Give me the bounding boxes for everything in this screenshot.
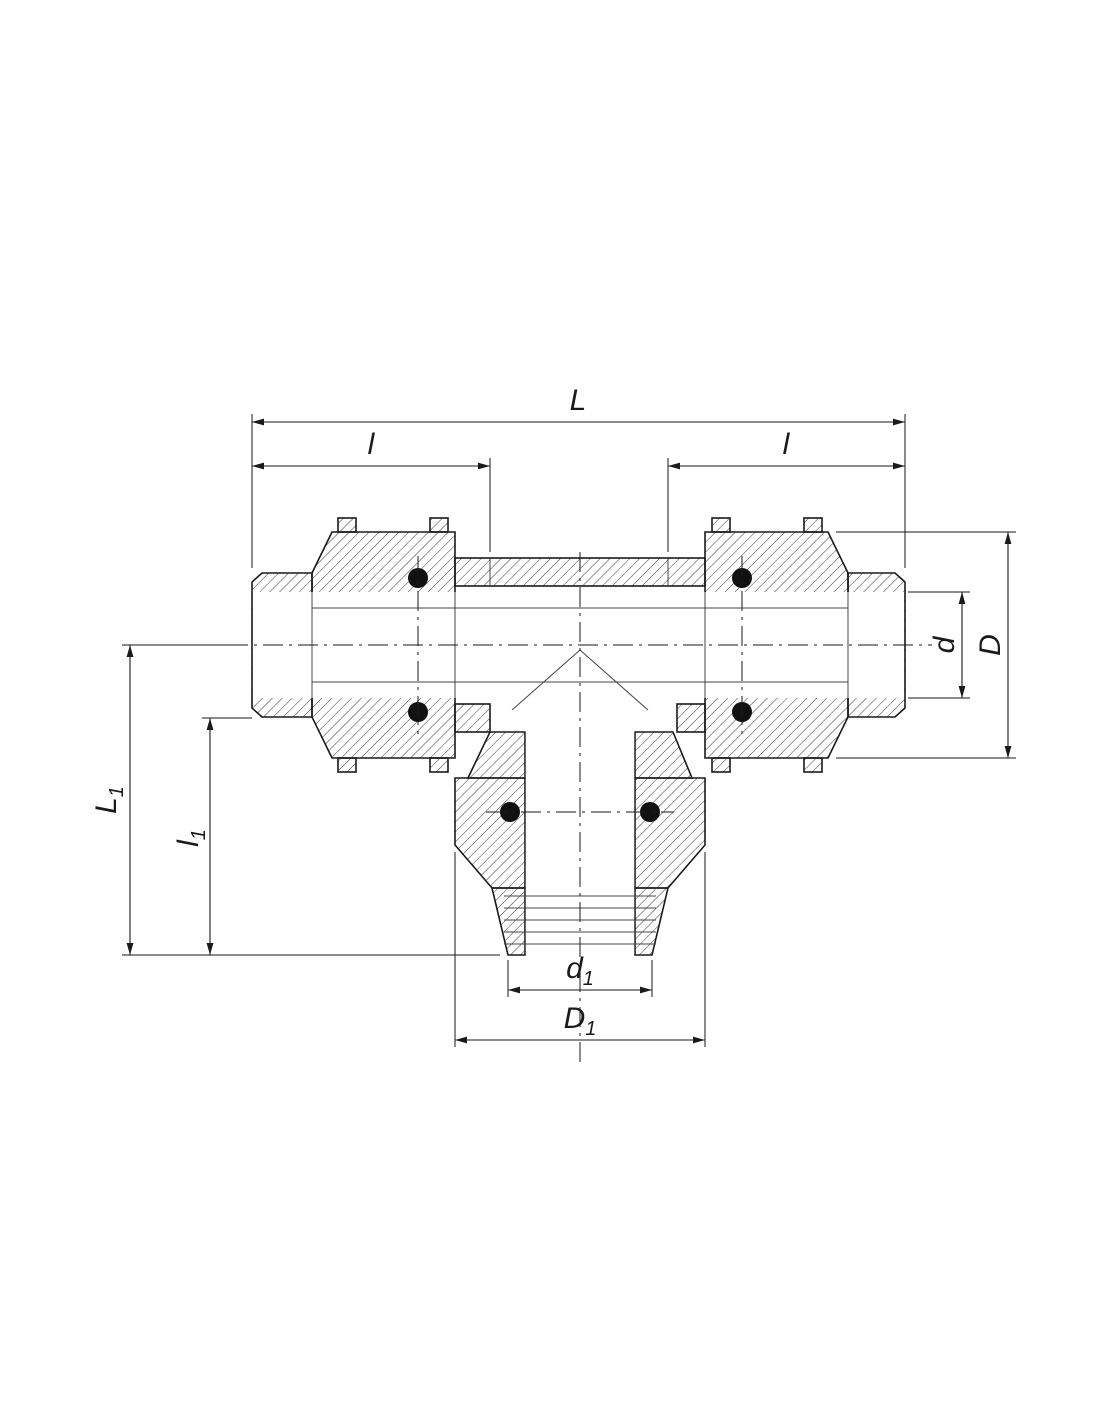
left-nut-rib — [429, 517, 449, 533]
left-nut-rib — [429, 757, 449, 773]
dim-D1-label: D1 — [564, 1002, 597, 1040]
dim-L-label: L — [570, 384, 587, 417]
left-nut-rib — [337, 757, 357, 773]
branch-nut-left-wall — [454, 777, 526, 889]
dim-l-left-label: l — [368, 428, 376, 461]
central-body-bottom-wall-right — [676, 703, 706, 733]
o-ring — [732, 568, 752, 588]
o-ring — [640, 802, 660, 822]
o-ring — [500, 802, 520, 822]
centerlines — [228, 552, 932, 1062]
dim-l-right: l — [667, 428, 905, 552]
dim-D-label: D — [974, 634, 1007, 656]
branch-tail-right-wall — [634, 887, 670, 956]
dim-l1-label: l1 — [172, 829, 210, 847]
right-nut-rib — [711, 517, 731, 533]
branch-neck-left-wall — [466, 731, 526, 779]
dim-d1: d1 — [507, 952, 653, 997]
branch-nut-right-wall — [634, 777, 706, 889]
right-nut-rib — [803, 757, 823, 773]
branch-tail-left-wall — [490, 887, 526, 956]
dim-d-label: d — [928, 635, 961, 653]
dim-d: d — [908, 591, 970, 699]
branch-neck-right-wall — [634, 731, 694, 779]
dim-L1-label: L1 — [90, 786, 128, 814]
dim-l-left: l — [252, 428, 491, 552]
o-ring — [408, 568, 428, 588]
central-body-bottom-wall-left — [454, 703, 491, 733]
right-nut-rib — [803, 517, 823, 533]
dim-l1: l1 — [172, 717, 252, 955]
dim-l-right-label: l — [783, 428, 791, 461]
dim-d1-label: d1 — [566, 952, 594, 990]
right-nut-rib — [711, 757, 731, 773]
bore-intersection-line — [511, 649, 581, 711]
dim-L1: L1 — [90, 644, 500, 956]
dim-L: L — [251, 384, 906, 568]
bore-intersection-line — [579, 649, 649, 711]
fitting-body — [251, 517, 906, 956]
dim-D: D — [836, 531, 1016, 759]
dim-D1: D1 — [454, 852, 706, 1047]
dimensions: L l l D d — [90, 384, 1016, 1047]
left-nut-rib — [337, 517, 357, 533]
